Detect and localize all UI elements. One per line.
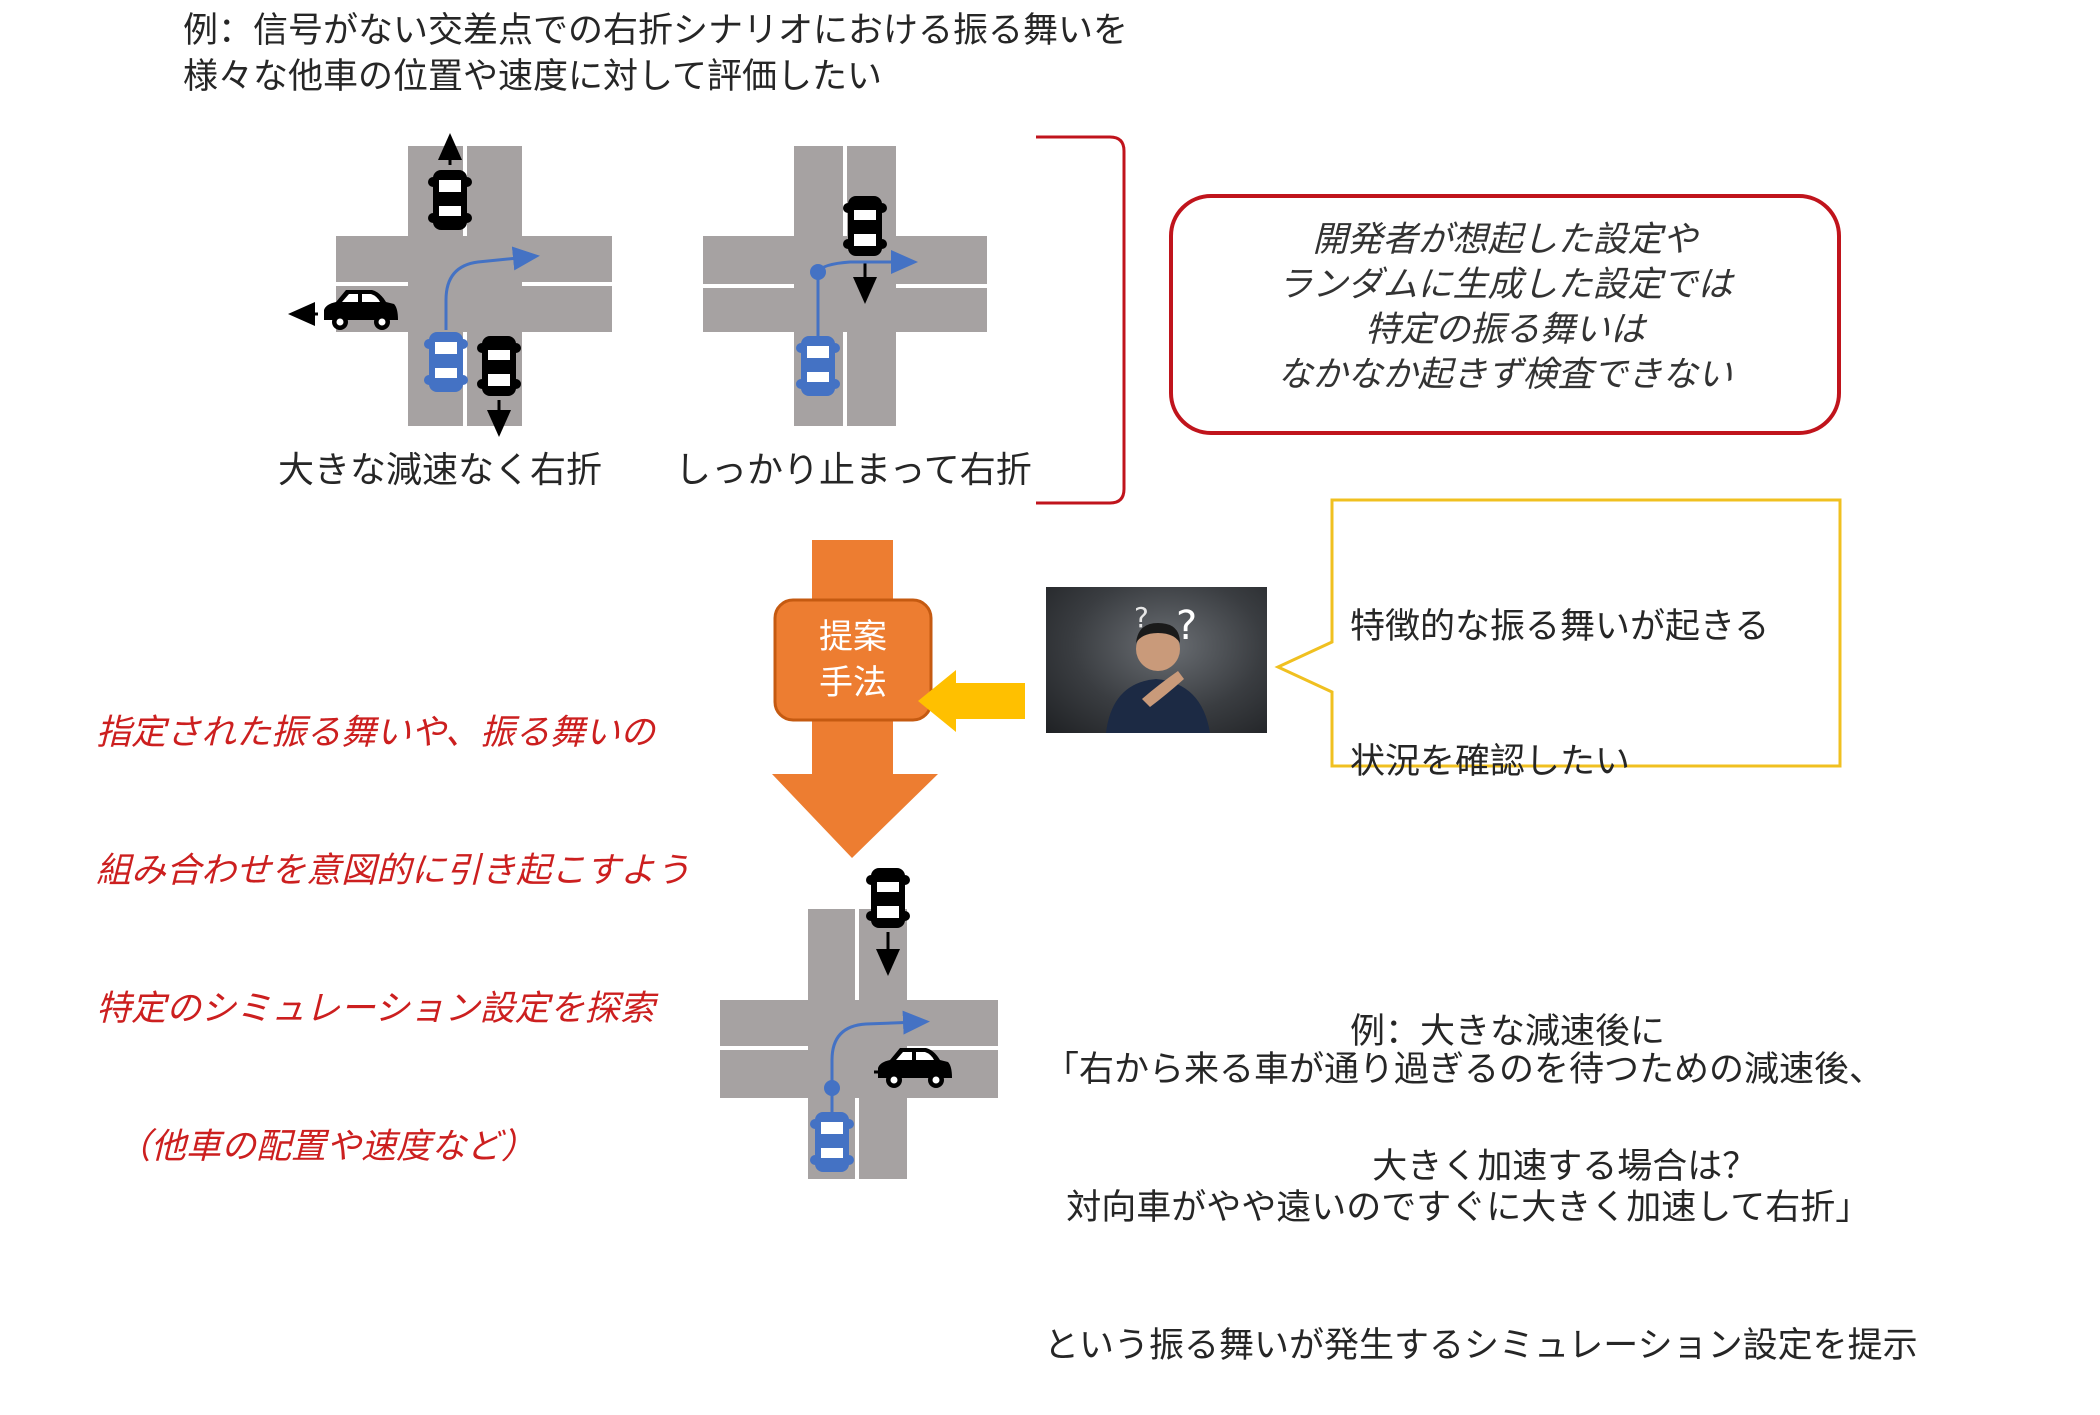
scenario-bracket — [1036, 135, 1126, 505]
problem-line: なかなか起きず検査できない — [1277, 355, 1733, 395]
intersection-right-vehicles — [796, 196, 918, 396]
intersection-right — [703, 146, 987, 426]
diagram-canvas — [288, 133, 1842, 1179]
result-line: という振る舞いが発生するシミュレーション設定を提示 — [1044, 1326, 1918, 1366]
ego-car-icon — [810, 1112, 854, 1172]
method-label-line: 手法 — [819, 663, 887, 703]
user-bubble-line: 例：大きな減速後に — [1350, 1012, 1666, 1052]
intersection-result — [720, 909, 998, 1179]
following-car-icon — [477, 336, 521, 396]
result-line: 対向車がやや遠いのですぐに大きく加速して右折」 — [1044, 1188, 1871, 1228]
intersection-left-vehicles — [288, 133, 540, 437]
feed-arrow — [918, 670, 1025, 732]
intro-line-1: 例：信号がない交差点での右折シナリオにおける振る舞いを — [183, 11, 1129, 51]
method-label: 提案 手法 — [775, 614, 931, 706]
method-description-line: （他車の配置や速度など） — [116, 1127, 537, 1167]
problem-line: 特定の振る舞いは — [1364, 310, 1645, 350]
ego-car-icon — [796, 336, 840, 396]
problem-line: ランダムに生成した設定では — [1277, 265, 1733, 305]
result-text: 「右から来る車が通り過ぎるのを待つための減速後、 対向車がやや遠いのですぐに大き… — [1044, 955, 1918, 1415]
svg-text:?: ? — [1134, 601, 1149, 634]
oncoming-car-icon — [428, 170, 472, 230]
user-bubble-line: 状況を確認したい — [1350, 742, 1631, 782]
intersection-left — [336, 146, 612, 426]
right-scenario-caption: しっかり止まって右折 — [675, 450, 1032, 491]
method-description-line: 組み合わせを意図的に引き起こすよう — [96, 851, 691, 891]
user-bubble-line — [1350, 875, 1769, 920]
intersection-result-vehicles — [810, 868, 952, 1172]
method-description-line: 特定のシミュレーション設定を探索 — [96, 989, 655, 1029]
method-description: 指定された振る舞いや、振る舞いの 組み合わせを意図的に引き起こすよう 特定のシミ… — [96, 618, 690, 1216]
method-description-line: 指定された振る舞いや、振る舞いの — [96, 713, 655, 753]
svg-text:?: ? — [1176, 603, 1197, 649]
intro-line-2: 様々な他車の位置や速度に対して評価したい — [183, 57, 882, 97]
user-bubble-frame — [1274, 498, 1842, 768]
method-label-box — [773, 598, 933, 722]
ego-car-icon — [424, 332, 468, 392]
result-line: 「右から来る車が通り過ぎるのを待つための減速後、 — [1044, 1050, 1885, 1090]
left-scenario-caption: 大きな減速なく右折 — [278, 450, 603, 491]
problem-line: 開発者が想起した設定や — [1312, 220, 1698, 260]
problem-box: 開発者が想起した設定や ランダムに生成した設定では 特定の振る舞いは なかなか起… — [1180, 218, 1830, 398]
oncoming-car-icon — [843, 196, 887, 256]
oncoming-car-icon — [866, 868, 910, 928]
user-bubble: 特徴的な振る舞いが起きる 状況を確認したい 例：大きな減速後に 大きく加速する場… — [1350, 515, 1769, 1235]
method-label-line: 提案 — [819, 617, 887, 657]
thinking-person-photo: ? ? — [1046, 587, 1267, 733]
user-bubble-line: 特徴的な振る舞いが起きる — [1350, 607, 1770, 647]
problem-box-frame — [1169, 194, 1841, 435]
